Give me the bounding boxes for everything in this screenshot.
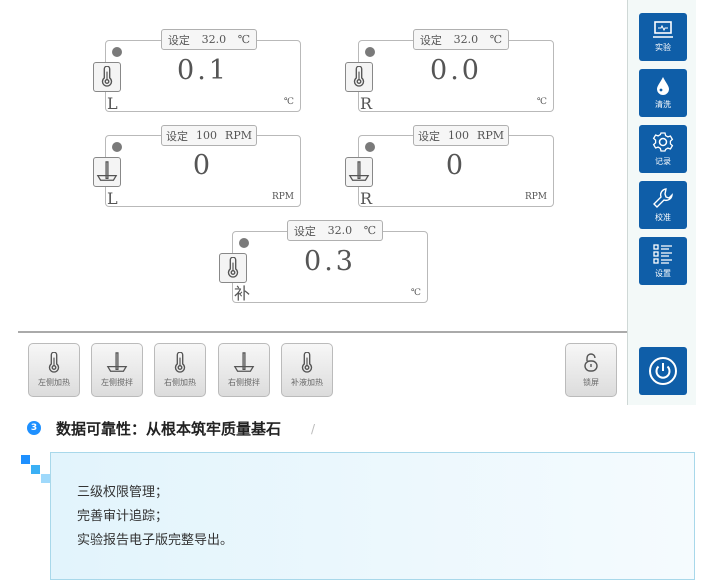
setpoint-label: 设定 <box>293 224 316 238</box>
unit-label: RPM <box>271 192 294 202</box>
setpoint-unit: ℃ <box>489 33 503 46</box>
heading-slash: / <box>311 422 316 436</box>
left-temp-setpoint[interactable]: 设定 32.0 ℃ <box>161 29 257 50</box>
side-label: L <box>107 94 118 113</box>
power-button[interactable] <box>639 347 687 395</box>
side-label: L <box>107 189 118 208</box>
setpoint-label: 设定 <box>166 129 188 143</box>
side-label: R <box>360 94 373 113</box>
status-dot <box>365 142 375 152</box>
unit-label: RPM <box>524 192 547 202</box>
nav-label: 设置 <box>655 269 671 278</box>
left-stir-button[interactable]: 左侧搅拌 <box>91 343 143 397</box>
supplement-heat-button[interactable]: 补液加热 <box>281 343 333 397</box>
section-number-badge: 3 <box>27 421 41 435</box>
bullet-list: 三级权限管理； 完善审计追踪； 实验报告电子版完整导出。 <box>77 481 233 553</box>
water-drop-icon <box>657 77 669 95</box>
power-icon <box>649 357 677 385</box>
setpoint-unit: RPM <box>225 129 252 142</box>
current-value: 0 <box>192 150 214 181</box>
thermometer-icon <box>171 352 189 374</box>
setpoint-unit: ℃ <box>363 224 377 237</box>
button-label: 右侧加热 <box>164 378 196 387</box>
status-dot <box>365 47 375 57</box>
corner-square <box>21 455 30 464</box>
setpoint-value: 32.0 <box>327 224 353 237</box>
thermometer-icon <box>219 253 247 283</box>
corner-square <box>41 474 50 483</box>
info-box: 三级权限管理； 完善审计追踪； 实验报告电子版完整导出。 <box>50 452 695 580</box>
nav-label: 清洗 <box>655 100 671 109</box>
status-dot <box>112 142 122 152</box>
setpoint-value: 32.0 <box>201 33 227 46</box>
setpoint-value: 100 <box>448 129 470 142</box>
setpoint-value: 100 <box>196 129 218 142</box>
setpoint-label: 设定 <box>419 33 442 47</box>
list-settings-icon <box>653 244 672 264</box>
status-dot <box>239 238 249 248</box>
list-item: 完善审计追踪； <box>77 509 169 524</box>
unlock-icon <box>584 353 598 372</box>
right-stir-panel: 0 R RPM <box>358 135 554 208</box>
nav-experiment[interactable]: 实验 <box>639 13 687 61</box>
list-item: 三级权限管理； <box>77 485 169 500</box>
setpoint-value: 32.0 <box>453 33 479 46</box>
current-value: 0.0 <box>430 55 482 86</box>
nav-label: 实验 <box>655 43 671 52</box>
setpoint-unit: ℃ <box>237 33 251 46</box>
right-temp-setpoint[interactable]: 设定 32.0 ℃ <box>413 29 509 50</box>
left-temp-panel: 0.1 L ℃ <box>105 40 301 113</box>
gear-icon <box>652 132 674 152</box>
setpoint-label: 设定 <box>418 129 440 143</box>
current-value: 0.3 <box>304 246 356 277</box>
button-label: 左侧搅拌 <box>101 378 133 387</box>
supplement-temp-setpoint[interactable]: 设定 32.0 ℃ <box>287 220 383 241</box>
right-temp-panel: 0.0 R ℃ <box>358 40 554 113</box>
unit-label: ℃ <box>536 97 547 107</box>
button-label: 锁屏 <box>583 378 599 387</box>
setpoint-label: 设定 <box>167 33 190 47</box>
wrench-icon <box>653 188 673 208</box>
stirrer-icon <box>345 157 373 187</box>
monitor-icon <box>653 21 673 38</box>
setpoint-unit: RPM <box>477 129 504 142</box>
lock-screen-button[interactable]: 锁屏 <box>565 343 617 397</box>
stirrer-icon <box>233 352 255 374</box>
left-stir-panel: 0 L RPM <box>105 135 301 208</box>
right-stir-button[interactable]: 右侧搅拌 <box>218 343 270 397</box>
button-label: 左侧加热 <box>38 378 70 387</box>
nav-label: 校准 <box>655 213 671 222</box>
thermometer-icon <box>298 352 316 374</box>
button-label: 右侧搅拌 <box>228 378 260 387</box>
left-heat-button[interactable]: 左侧加热 <box>28 343 80 397</box>
thermometer-icon <box>345 62 373 92</box>
divider <box>18 331 627 333</box>
left-stir-setpoint[interactable]: 设定 100 RPM <box>161 125 257 146</box>
unit-label: ℃ <box>283 97 294 107</box>
nav-label: 记录 <box>655 157 671 166</box>
current-value: 0.1 <box>177 55 229 86</box>
nav-clean[interactable]: 清洗 <box>639 69 687 117</box>
side-label: R <box>360 189 373 208</box>
list-item: 实验报告电子版完整导出。 <box>77 533 234 548</box>
nav-calibrate[interactable]: 校准 <box>639 181 687 229</box>
current-value: 0 <box>445 150 467 181</box>
status-dot <box>112 47 122 57</box>
button-label: 补液加热 <box>291 378 323 387</box>
stirrer-icon <box>93 157 121 187</box>
nav-records[interactable]: 记录 <box>639 125 687 173</box>
supplement-temp-panel: 0.3 补 ℃ <box>232 231 428 303</box>
thermometer-icon <box>45 352 63 374</box>
stirrer-icon <box>106 352 128 374</box>
right-heat-button[interactable]: 右侧加热 <box>154 343 206 397</box>
nav-settings[interactable]: 设置 <box>639 237 687 285</box>
section-heading: 数据可靠性：从根本筑牢质量基石 <box>56 420 282 438</box>
side-label: 补 <box>234 284 251 303</box>
right-stir-setpoint[interactable]: 设定 100 RPM <box>413 125 509 146</box>
corner-square <box>31 465 40 474</box>
unit-label: ℃ <box>410 288 421 298</box>
thermometer-icon <box>93 62 121 92</box>
